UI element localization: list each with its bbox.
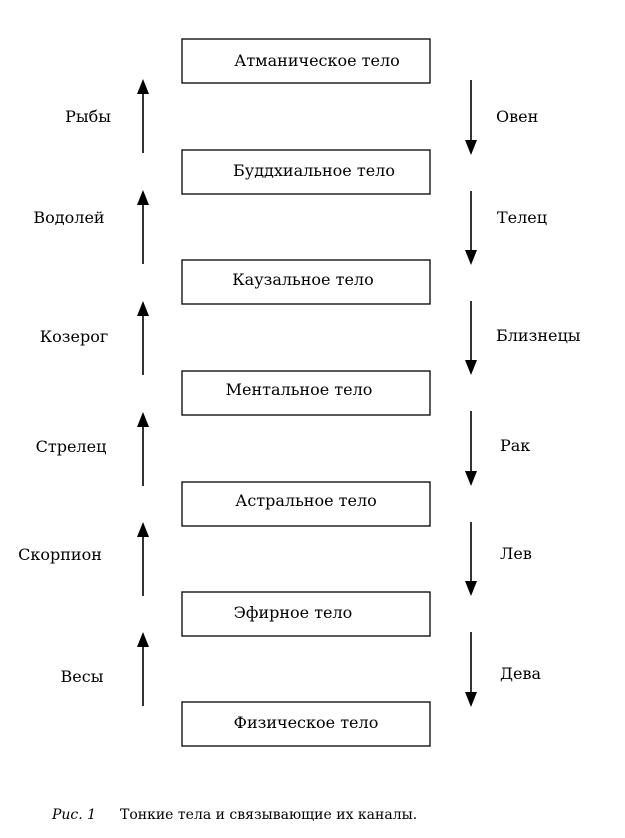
body-label-astral: Астральное тело xyxy=(235,491,377,510)
figure-caption: Рис. 1 Тонкие тела и связывающие их кана… xyxy=(51,807,417,823)
ascending-label-pisces: Рыбы xyxy=(65,107,111,126)
ascending-label-scorpio: Скорпион xyxy=(18,545,102,564)
body-box-etheric: Эфирное тело xyxy=(181,591,431,637)
descending-label-taurus: Телец xyxy=(497,208,547,227)
descending-label-aries: Овен xyxy=(496,107,538,126)
descending-label-gemini: Близнецы xyxy=(496,326,581,345)
body-box-atmanic: Атманическое тело xyxy=(181,38,431,84)
body-label-causal: Каузальное тело xyxy=(232,270,373,289)
caption-text: Тонкие тела и связывающие их каналы. xyxy=(120,807,417,823)
descending-label-cancer: Рак xyxy=(500,436,530,455)
ascending-label-sagittarius: Стрелец xyxy=(36,437,107,456)
body-box-buddhic: Буддхиальное тело xyxy=(181,149,431,195)
body-box-physical: Физическое тело xyxy=(181,701,431,747)
ascending-label-aquarius: Водолей xyxy=(33,208,104,227)
up-arrow-2 xyxy=(137,190,149,264)
down-arrow-2 xyxy=(465,191,477,265)
up-arrow-4 xyxy=(137,412,149,486)
ascending-label-libra: Весы xyxy=(61,667,104,686)
caption-label: Рис. 1 xyxy=(51,807,96,823)
body-label-buddhic: Буддхиальное тело xyxy=(233,161,395,180)
down-arrow-1 xyxy=(465,80,477,155)
body-label-etheric: Эфирное тело xyxy=(234,603,353,622)
down-arrow-5 xyxy=(465,522,477,596)
body-label-physical: Физическое тело xyxy=(234,713,379,732)
body-box-astral: Астральное тело xyxy=(181,481,431,527)
down-arrow-6 xyxy=(465,632,477,707)
body-label-mental: Ментальное тело xyxy=(226,380,373,399)
up-arrow-1 xyxy=(137,79,149,153)
up-arrow-5 xyxy=(137,522,149,596)
ascending-label-capricorn: Козерог xyxy=(40,327,108,346)
descending-label-leo: Лев xyxy=(500,544,532,563)
body-label-atmanic: Атманическое тело xyxy=(234,51,400,70)
up-arrow-6 xyxy=(137,632,149,706)
descending-label-virgo: Дева xyxy=(500,664,541,683)
body-box-causal: Каузальное тело xyxy=(181,259,431,305)
body-box-mental: Ментальное тело xyxy=(181,370,431,416)
up-arrow-3 xyxy=(137,301,149,375)
down-arrow-4 xyxy=(465,411,477,486)
down-arrow-3 xyxy=(465,301,477,375)
